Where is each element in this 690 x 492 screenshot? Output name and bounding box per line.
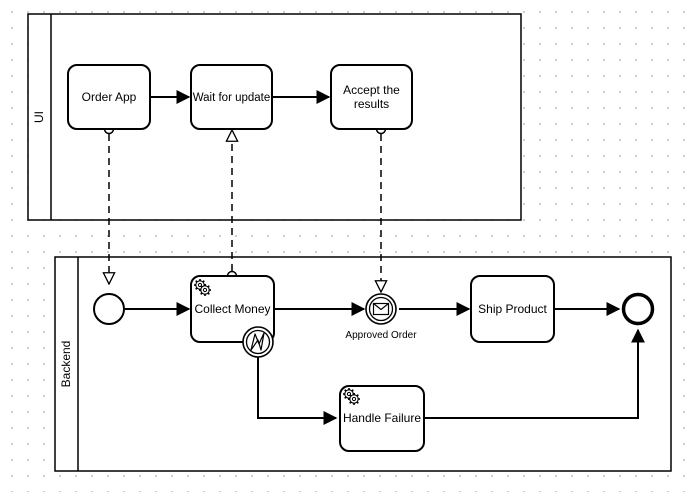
message-catch-event-approved-order[interactable]: [365, 293, 397, 325]
sequence-flows: [125, 90, 645, 425]
task-ship-product-label: Ship Product: [478, 302, 547, 316]
lightning-icon: [250, 332, 265, 351]
envelope-icon: [372, 302, 390, 316]
task-accept-the-results-label-line2: results: [354, 97, 389, 111]
task-wait-for-update-label: Wait for update: [193, 92, 271, 104]
event-approved-order-label: Approved Order: [345, 330, 417, 341]
pool-backend-label: Backend: [59, 341, 73, 388]
end-event[interactable]: [621, 292, 655, 326]
task-ship-product[interactable]: Ship Product: [470, 275, 555, 343]
task-handle-failure-label: Handle Failure: [343, 411, 421, 425]
start-event[interactable]: [93, 293, 125, 325]
task-accept-the-results[interactable]: Accept the results: [330, 64, 413, 130]
task-order-app-label: Order App: [82, 90, 137, 104]
task-collect-money[interactable]: Collect Money: [190, 275, 275, 343]
task-accept-the-results-label-line1: Accept the: [343, 83, 400, 97]
task-collect-money-label: Collect Money: [194, 302, 270, 316]
pool-ui-label: UI: [32, 111, 46, 123]
task-handle-failure[interactable]: Handle Failure: [339, 385, 425, 452]
task-order-app[interactable]: Order App: [67, 64, 151, 130]
error-boundary-event[interactable]: [242, 326, 274, 358]
task-wait-for-update[interactable]: Wait for update: [190, 64, 273, 130]
